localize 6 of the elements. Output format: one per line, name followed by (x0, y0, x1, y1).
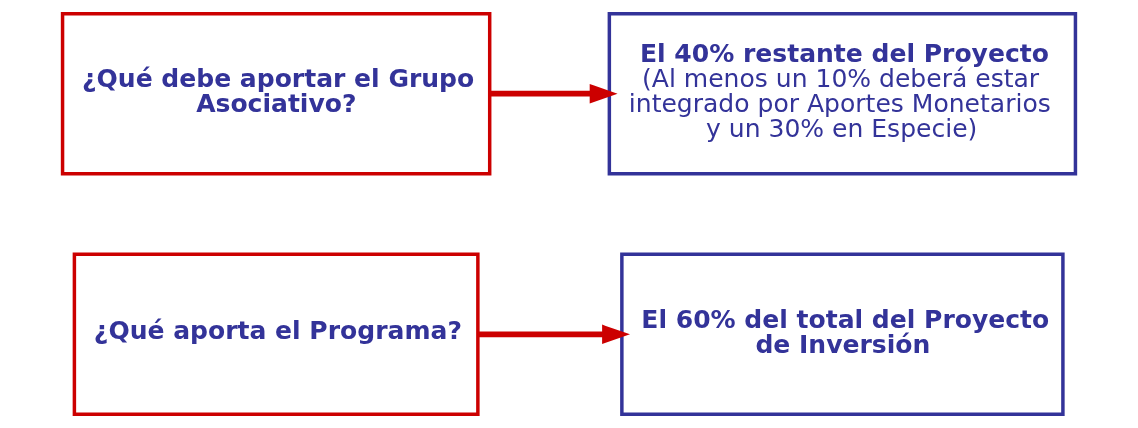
node-box: El 40% restante del Proyecto (Al menos un 10% deberá estar integrado por Aportes Monetarios y un 30% en Especie) (607, 11, 1078, 176)
node-box: ¿Qué debe aportar el Grupo Asociativo? (60, 11, 492, 176)
node-box: ¿Qué aporta el Programa? (72, 252, 480, 417)
arrow (478, 324, 630, 345)
arrow (489, 83, 618, 104)
node-box: El 60% del total del Proyecto de Inversión (620, 252, 1065, 417)
